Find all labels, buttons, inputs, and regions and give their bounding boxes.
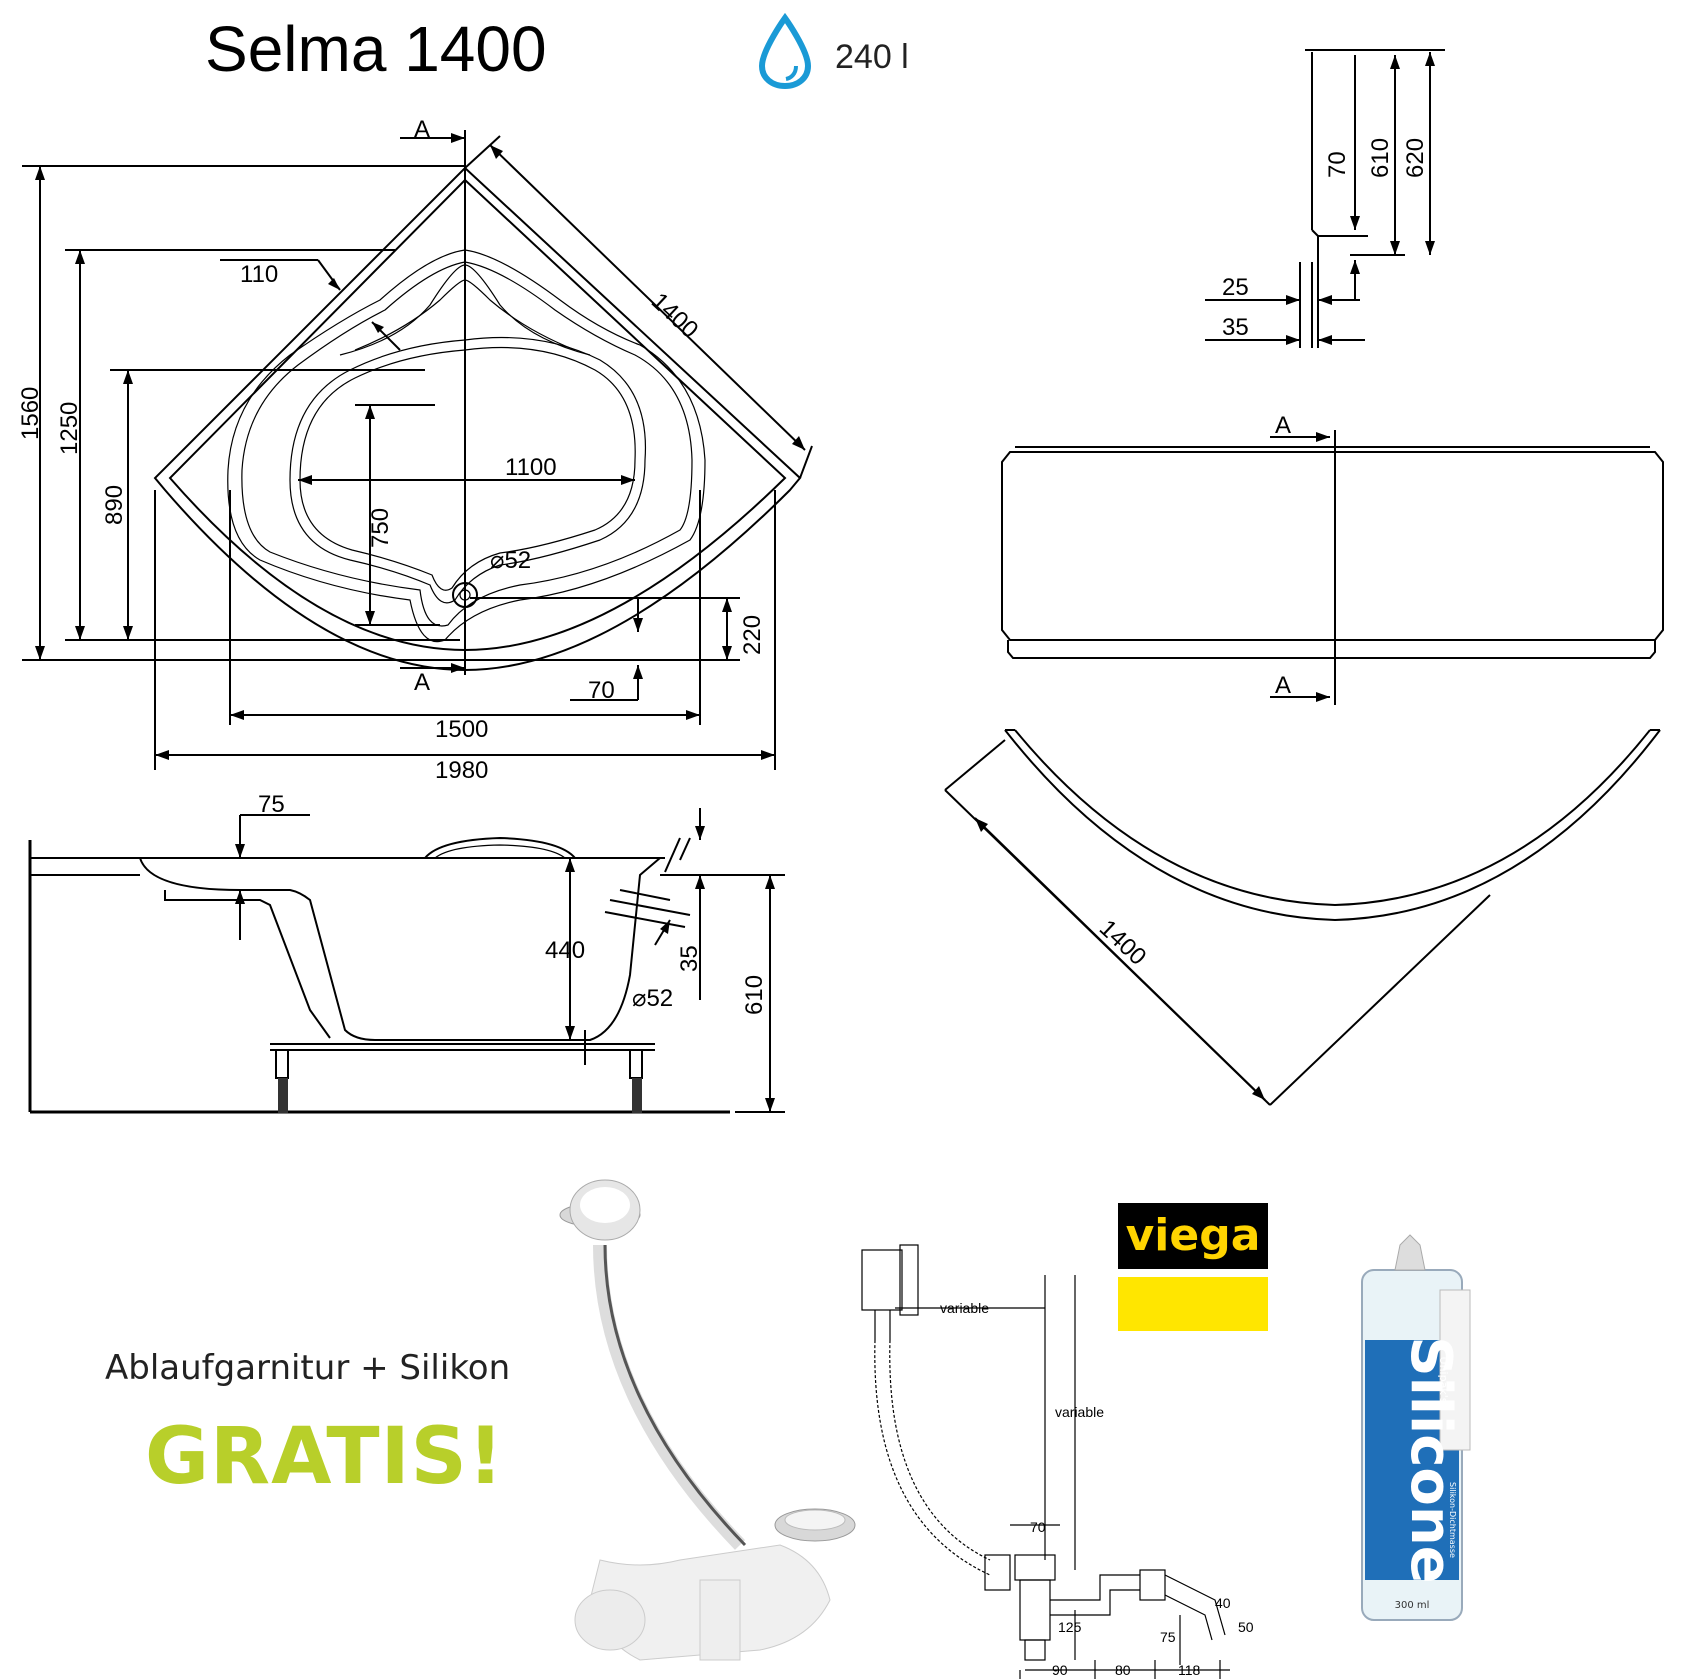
dim-side-35: 35 (676, 945, 703, 972)
side-view (28, 808, 785, 1114)
panel-section-label-2: A (1275, 672, 1291, 699)
panel-section-label-1: A (1275, 412, 1291, 439)
silicone-name: Silicone (1398, 1336, 1463, 1583)
drain-label-90: 90 (1052, 1662, 1068, 1678)
water-drop-icon (758, 12, 812, 90)
viega-brand-name: viega (1118, 1203, 1268, 1269)
dim-750: 750 (367, 508, 394, 548)
drain-label-80: 80 (1115, 1662, 1131, 1678)
dim-1560: 1560 (17, 387, 44, 440)
promo-line: Ablaufgarnitur + Silikon (105, 1348, 511, 1388)
silicone-brand: Unipak's (1437, 1357, 1450, 1404)
drain-label-70: 70 (1030, 1519, 1046, 1535)
volume-label: 240 l (835, 38, 909, 76)
silicone-volume: 300 ml (1395, 1600, 1430, 1611)
dim-1400-top: 1400 (646, 288, 703, 344)
silicone-sub: Silikon-Dichtmasse (1448, 1482, 1457, 1558)
front-panel (1001, 430, 1664, 705)
dim-rim-25: 25 (1222, 274, 1249, 301)
drain-label-75: 75 (1160, 1629, 1176, 1645)
drain-label-40: 40 (1215, 1595, 1231, 1611)
viega-yellow-bar (1118, 1277, 1268, 1331)
dim-rim-620: 620 (1402, 138, 1429, 178)
page-title: Selma 1400 (205, 13, 547, 85)
dim-side-610: 610 (741, 975, 768, 1015)
dim-1100: 1100 (505, 454, 557, 481)
section-label-a2: A (414, 669, 430, 696)
dim-rim-35: 35 (1222, 314, 1249, 341)
dim-rim-610: 610 (1367, 138, 1394, 178)
silicone-tube-image: Silicone Unipak's Silikon-Dichtmasse 300… (1361, 1234, 1471, 1621)
dim-890: 890 (101, 485, 128, 525)
drain-label-variable-2: variable (1055, 1404, 1104, 1420)
drain-technical-drawing (861, 1244, 1230, 1679)
dim-220: 220 (739, 615, 766, 655)
dim-1500: 1500 (435, 716, 488, 743)
viega-logo: viega (1118, 1203, 1268, 1335)
drain-label-50: 50 (1238, 1619, 1254, 1635)
top-view (22, 130, 813, 770)
dim-drain-52: ⌀52 (490, 547, 531, 574)
drain-product-image (559, 1179, 856, 1661)
dim-rim-70: 70 (1324, 151, 1351, 178)
drain-label-118: 118 (1178, 1662, 1201, 1678)
dim-1250: 1250 (56, 402, 83, 455)
dim-70-top: 70 (588, 677, 615, 704)
drain-label-variable-1: variable (940, 1300, 989, 1316)
dim-side-75: 75 (258, 791, 285, 818)
dim-side-440: 440 (545, 937, 585, 964)
dim-110: 110 (240, 261, 278, 288)
gratis-label: GRATIS! (145, 1412, 505, 1502)
drain-label-125: 125 (1058, 1619, 1082, 1635)
dim-1980: 1980 (435, 757, 488, 784)
section-label-a1: A (414, 116, 430, 143)
panel-top-view (944, 729, 1661, 1106)
rim-detail (1205, 49, 1445, 348)
dim-side-52: ⌀52 (632, 985, 673, 1012)
